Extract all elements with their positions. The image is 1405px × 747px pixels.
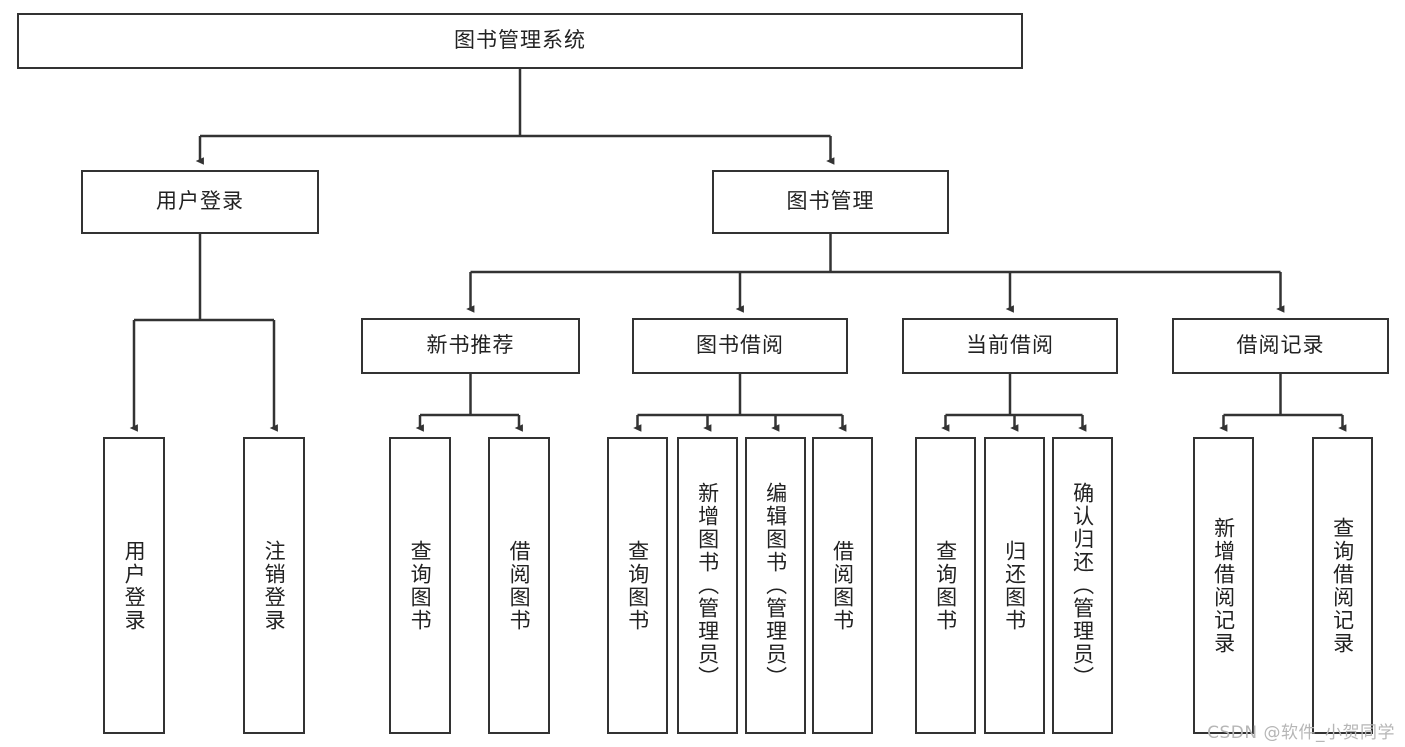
- node-book-manage[interactable]: 图书管理: [712, 170, 949, 234]
- node-current-borrow-label: 当前借阅: [966, 333, 1054, 358]
- node-leaf-borrow-book-1[interactable]: 借阅图书: [488, 437, 550, 734]
- node-new-book-rec[interactable]: 新书推荐: [361, 318, 580, 374]
- csdn-watermark: CSDN @软件_小贺同学: [1207, 723, 1395, 743]
- node-new-book-rec-label: 新书推荐: [426, 333, 515, 358]
- node-leaf-edit-book-label: 编辑图书（管理员）: [763, 482, 788, 689]
- node-leaf-query-book-1-label: 查询图书: [408, 539, 433, 632]
- node-book-borrow-label: 图书借阅: [696, 333, 784, 358]
- node-leaf-confirm-return[interactable]: 确认归还（管理员）: [1052, 437, 1113, 734]
- node-leaf-edit-book[interactable]: 编辑图书（管理员）: [745, 437, 806, 734]
- node-leaf-add-record[interactable]: 新增借阅记录: [1193, 437, 1254, 734]
- node-leaf-query-book-2[interactable]: 查询图书: [607, 437, 668, 734]
- node-leaf-borrow-book-1-label: 借阅图书: [507, 539, 532, 632]
- node-leaf-logout-label: 注销登录: [262, 539, 287, 632]
- node-borrow-record-label: 借阅记录: [1236, 333, 1325, 358]
- node-user-login-label: 用户登录: [156, 189, 244, 214]
- node-leaf-query-book-3[interactable]: 查询图书: [915, 437, 976, 734]
- node-leaf-return-book-label: 归还图书: [1002, 539, 1027, 632]
- node-user-login[interactable]: 用户登录: [81, 170, 319, 234]
- node-leaf-confirm-return-label: 确认归还（管理员）: [1070, 482, 1095, 689]
- node-book-borrow[interactable]: 图书借阅: [632, 318, 848, 374]
- node-leaf-query-book-3-label: 查询图书: [933, 539, 958, 632]
- node-leaf-return-book[interactable]: 归还图书: [984, 437, 1045, 734]
- node-leaf-logout[interactable]: 注销登录: [243, 437, 305, 734]
- node-leaf-add-record-label: 新增借阅记录: [1211, 516, 1236, 655]
- node-leaf-borrow-book-2[interactable]: 借阅图书: [812, 437, 873, 734]
- node-leaf-user-login-label: 用户登录: [122, 539, 147, 632]
- node-leaf-user-login[interactable]: 用户登录: [103, 437, 165, 734]
- node-root[interactable]: 图书管理系统: [17, 13, 1023, 69]
- node-borrow-record[interactable]: 借阅记录: [1172, 318, 1389, 374]
- node-leaf-query-record-label: 查询借阅记录: [1330, 516, 1355, 655]
- node-leaf-query-book-2-label: 查询图书: [625, 539, 650, 632]
- node-leaf-add-book-label: 新增图书（管理员）: [695, 482, 720, 689]
- node-current-borrow[interactable]: 当前借阅: [902, 318, 1118, 374]
- node-leaf-borrow-book-2-label: 借阅图书: [830, 539, 855, 632]
- node-book-manage-label: 图书管理: [786, 189, 875, 214]
- node-leaf-query-book-1[interactable]: 查询图书: [389, 437, 451, 734]
- node-leaf-query-record[interactable]: 查询借阅记录: [1312, 437, 1373, 734]
- node-leaf-add-book[interactable]: 新增图书（管理员）: [677, 437, 738, 734]
- node-root-label: 图书管理系统: [454, 28, 586, 53]
